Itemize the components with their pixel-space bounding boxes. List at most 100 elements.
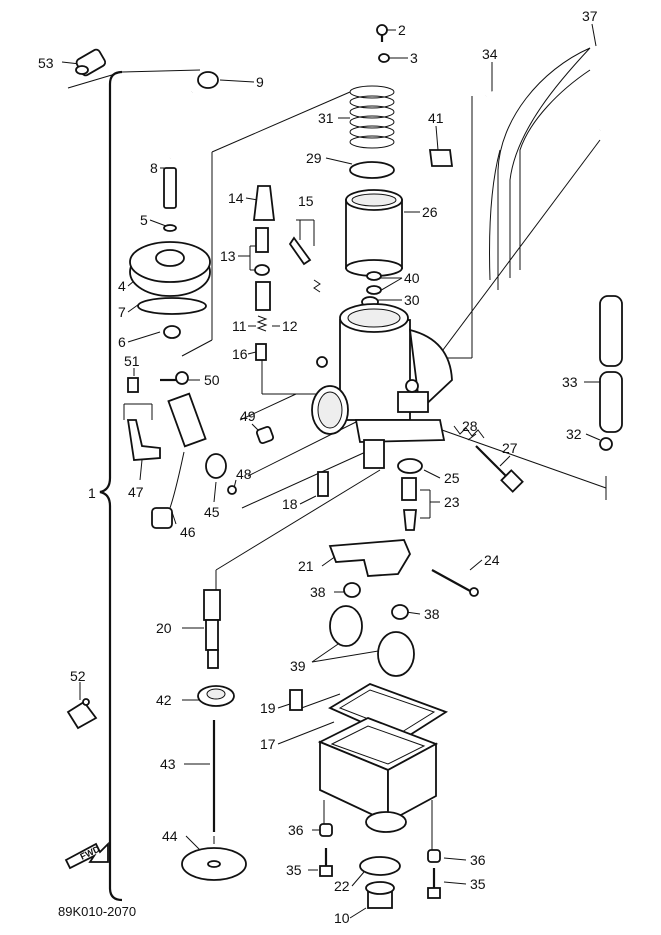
callout-48: 48 (236, 466, 252, 482)
part-37-hose (488, 47, 591, 290)
callout-50: 50 (204, 372, 220, 388)
callout-1: 1 (88, 485, 96, 501)
part-36-caps (319, 823, 441, 863)
part-15-screw (288, 236, 321, 293)
callout-7: 7 (118, 304, 126, 320)
part-49-plug (255, 425, 275, 445)
callout-52: 52 (70, 668, 86, 684)
callout-5: 5 (140, 212, 148, 228)
callout-31: 31 (318, 110, 334, 126)
part-2-screw (376, 24, 388, 42)
part-45-cable (167, 392, 227, 479)
callout-51: 51 (124, 353, 140, 369)
part-14-needle-jet-holder (252, 185, 276, 311)
part-21-bracket (328, 539, 412, 577)
callout-44: 44 (162, 828, 178, 844)
assembly-bracket (99, 70, 123, 902)
callout-41: 41 (428, 110, 444, 126)
callout-2: 2 (398, 22, 406, 38)
callout-38b: 38 (424, 606, 440, 622)
callout-3: 3 (410, 50, 418, 66)
callout-36a: 36 (288, 822, 304, 838)
callout-21: 21 (298, 558, 314, 574)
callout-34: 34 (482, 46, 498, 62)
callout-49: 49 (240, 408, 256, 424)
part-27-screw (475, 445, 524, 493)
callout-36b: 36 (470, 852, 486, 868)
part-3-clip (378, 53, 390, 63)
callout-27: 27 (502, 440, 518, 456)
callout-15: 15 (298, 193, 314, 209)
callout-4: 4 (118, 278, 126, 294)
callout-9: 9 (256, 74, 264, 90)
part-19-jet (289, 689, 303, 711)
drawing-code: 89K010-2070 (58, 904, 137, 919)
fwd-arrow: FWD (64, 841, 109, 870)
part-9-clamp (197, 71, 219, 89)
callout-24: 24 (484, 552, 500, 568)
callout-18: 18 (282, 496, 298, 512)
callout-16: 16 (232, 346, 248, 362)
callout-37: 37 (582, 8, 598, 24)
callout-33: 33 (562, 374, 578, 390)
callout-39: 39 (290, 658, 306, 674)
callout-17: 17 (260, 736, 276, 752)
callout-6: 6 (118, 334, 126, 350)
part-20-needle-jet (203, 589, 221, 669)
callout-19: 19 (260, 700, 276, 716)
callout-43: 43 (160, 756, 176, 772)
part-38-caps (343, 582, 409, 620)
callout-38a: 38 (310, 584, 326, 600)
callout-23: 23 (444, 494, 460, 510)
part-23-jets (401, 477, 417, 531)
part-46-cable (151, 451, 185, 529)
part-50-fitting (160, 371, 189, 385)
callout-12: 12 (282, 318, 298, 334)
callout-11: 11 (232, 318, 247, 334)
part-26-throttle-valve (345, 189, 403, 277)
callout-35b: 35 (470, 876, 486, 892)
callout-42: 42 (156, 692, 172, 708)
part-18-jet (317, 471, 329, 497)
part-24-bolt (431, 569, 479, 597)
part-11-spring (256, 315, 268, 332)
callout-28: 28 (462, 418, 478, 434)
part-48-washer (227, 485, 237, 495)
callout-30: 30 (404, 292, 420, 308)
callout-26: 26 (422, 204, 438, 220)
float-bowl (317, 717, 439, 833)
part-22-o-ring (359, 856, 401, 876)
part-31-spring (349, 85, 395, 149)
callout-25: 25 (444, 470, 460, 486)
part-44-plate (181, 847, 247, 881)
callout-53: 53 (38, 55, 54, 71)
part-51-clip (127, 377, 139, 393)
part-42-needle-holder (197, 685, 235, 707)
part-4-cap-assembly (129, 241, 211, 339)
part-28-spring (453, 425, 485, 439)
part-47-link (126, 419, 161, 461)
part-39-floats (329, 605, 415, 677)
callout-35a: 35 (286, 862, 302, 878)
callout-14: 14 (228, 190, 244, 206)
callout-47: 47 (128, 484, 144, 500)
callout-8: 8 (150, 160, 158, 176)
part-52-valve (66, 698, 98, 730)
callout-20: 20 (156, 620, 172, 636)
callout-22: 22 (334, 878, 350, 894)
part-34-hose (485, 47, 622, 132)
callout-29: 29 (306, 150, 322, 166)
part-40-washers (366, 271, 382, 295)
part-41-clamp (428, 149, 454, 167)
part-8-tube (163, 90, 194, 232)
callout-40: 40 (404, 270, 420, 286)
callout-46: 46 (180, 524, 196, 540)
part-16-valve (255, 343, 267, 361)
callout-labels: 1 2 3 4 5 6 7 8 9 10 11 12 13 14 15 16 1… (38, 8, 598, 926)
part-53-cap (75, 48, 107, 77)
carburetor-body (311, 303, 453, 469)
part-25-washer (397, 458, 423, 474)
part-35-screws (319, 848, 441, 899)
part-29-plate (349, 161, 395, 179)
